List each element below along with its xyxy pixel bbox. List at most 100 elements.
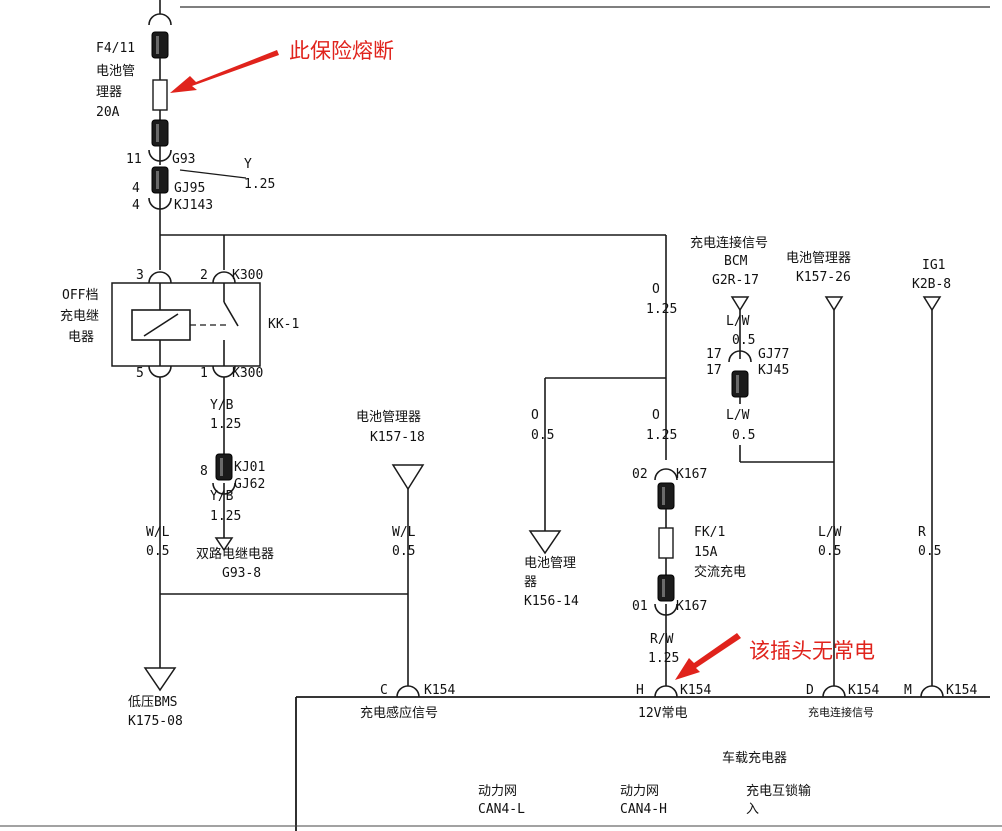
charger-can-h-2: CAN4-H xyxy=(620,802,667,817)
bcm-signal-conn-b: KJ45 xyxy=(758,363,789,378)
wire-relay-out-pin: 8 xyxy=(200,464,208,479)
charger-pin-m: M xyxy=(904,683,912,698)
charger-pin-h-name: 12V常电 xyxy=(638,706,687,721)
wire-rw-gauge: 1.25 xyxy=(648,651,679,666)
relay-pin3: 3 xyxy=(136,268,144,283)
charger-pin-d-name: 充电连接信号 xyxy=(808,705,874,719)
connector-block-gj95 xyxy=(151,166,169,194)
terminal-dual-relay xyxy=(214,537,234,552)
wire-top-pin-upper: 11 xyxy=(126,152,142,167)
ig1-gauge: 0.5 xyxy=(918,544,941,559)
red-arrow-plug xyxy=(675,633,741,680)
annotation-fuse-blown: 此保险熔断 xyxy=(289,39,394,63)
wire-relay-out-gauge: 1.25 xyxy=(210,417,241,432)
bcm-signal-title: 充电连接信号 xyxy=(690,235,768,251)
fuse-fk-pin-upper: 02 xyxy=(632,467,648,482)
fuse-f4-11 xyxy=(152,79,168,111)
ground-bms-name: 低压BMS xyxy=(128,695,177,710)
bcm-signal-conn-a: GJ77 xyxy=(758,347,789,362)
relay-name-1: OFF档 xyxy=(62,288,98,303)
fuse-fk-name: 交流充电 xyxy=(694,564,746,580)
charger-title: 车载充电器 xyxy=(722,750,787,766)
relay-pin1: 1 xyxy=(200,366,208,381)
charger-interlock-2: 入 xyxy=(746,802,759,817)
bms-k157-18-symbol xyxy=(391,464,425,491)
charger-terminal-d xyxy=(822,685,846,698)
fuse-top-id: F4/11 xyxy=(96,41,135,56)
fuse-fk-conn-upper: K167 xyxy=(676,467,707,482)
wire-wl-left-color: W/L xyxy=(146,525,170,540)
charger-terminal-h xyxy=(654,685,678,698)
ig1-pin: K2B-8 xyxy=(912,277,951,292)
wire-relay-out-conn-b: GJ62 xyxy=(234,477,265,492)
relay-box xyxy=(111,282,261,367)
branch-k156-pin: K156-14 xyxy=(524,594,579,609)
ground-bms-symbol xyxy=(143,667,177,692)
wire-top-pin-lower-a: 4 xyxy=(132,181,140,196)
wire-o-top-gauge: 1.25 xyxy=(646,302,677,317)
relay-name-3: 电器 xyxy=(68,330,94,345)
annotation-no-power: 该插头无常电 xyxy=(749,639,875,663)
wire-top-conn-lower-b: KJ143 xyxy=(174,198,213,213)
bcm-signal-pin-a: 17 xyxy=(706,347,722,362)
dual-relay-pin: G93-8 xyxy=(222,566,261,581)
bms-k157-26-color: L/W xyxy=(818,525,842,540)
relay-pin2-conn: K300 xyxy=(232,268,263,283)
fuse-fk-1 xyxy=(658,527,674,559)
bms-k157-18-name: 电池管理器 xyxy=(356,410,421,425)
bcm-signal-color: L/W xyxy=(726,314,750,329)
terminal-top-fuse xyxy=(148,13,172,26)
charger-pin-h-conn: K154 xyxy=(680,683,711,698)
branch-k156-symbol xyxy=(528,530,562,555)
bcm-signal-color2: L/W xyxy=(726,408,750,423)
charger-pin-c-conn: K154 xyxy=(424,683,455,698)
bms-k157-18-color: W/L xyxy=(392,525,416,540)
branch-k156-color: O xyxy=(531,408,539,423)
bms-k157-26-gauge: 0.5 xyxy=(818,544,841,559)
wire-relay-out-color: Y/B xyxy=(210,398,234,413)
connector-block-fuse-upper xyxy=(151,31,169,59)
dual-relay-name: 双路电继电器 xyxy=(196,546,274,562)
fuse-top-name-2: 理器 xyxy=(96,85,122,100)
wire-relay-out-color2: Y/B xyxy=(210,489,234,504)
charger-can-l-2: CAN4-L xyxy=(478,802,525,817)
branch-k156-name-2: 器 xyxy=(524,575,537,590)
bms-k157-18-gauge: 0.5 xyxy=(392,544,415,559)
connector-block-k167-upper xyxy=(657,482,675,510)
wire-top-conn-upper: G93 xyxy=(172,152,195,167)
fuse-fk-pin-lower: 01 xyxy=(632,599,648,614)
wire-top-gauge: 1.25 xyxy=(244,177,275,192)
ground-bms-pin: K175-08 xyxy=(128,714,183,729)
fuse-fk-id: FK/1 xyxy=(694,525,725,540)
bms-k157-26-symbol xyxy=(824,296,844,312)
charger-pin-d: D xyxy=(806,683,814,698)
fuse-top-name-1: 电池管 xyxy=(96,64,135,79)
bcm-signal-name: BCM xyxy=(724,254,748,269)
branch-k156-name-1: 电池管理 xyxy=(524,556,576,571)
ig1-symbol xyxy=(922,296,942,312)
wire-o-top-color: O xyxy=(652,282,660,297)
relay-name-2: 充电继 xyxy=(60,308,99,324)
charger-pin-m-conn: K154 xyxy=(946,683,977,698)
charger-can-l-1: 动力网 xyxy=(478,784,517,799)
bcm-signal-pin: G2R-17 xyxy=(712,273,759,288)
charger-pin-c-name: 充电感应信号 xyxy=(360,705,438,721)
connector-block-k167-lower xyxy=(657,574,675,602)
wire-o-mid-color: O xyxy=(652,408,660,423)
charger-pin-c: C xyxy=(380,683,388,698)
wire-top-color: Y xyxy=(244,157,252,172)
charger-pin-h: H xyxy=(636,683,644,698)
charger-can-h-1: 动力网 xyxy=(620,784,659,799)
fuse-fk-conn-lower: K167 xyxy=(676,599,707,614)
wire-top-pin-lower-b: 4 xyxy=(132,198,140,213)
relay-pin1-conn: K300 xyxy=(232,366,263,381)
wire-relay-out-gauge2: 1.25 xyxy=(210,509,241,524)
bcm-signal-gauge2: 0.5 xyxy=(732,428,755,443)
bcm-signal-symbol xyxy=(730,296,750,312)
connector-block-kj01 xyxy=(215,453,233,481)
charger-interlock-1: 充电互锁输 xyxy=(746,783,811,799)
charger-terminal-m xyxy=(920,685,944,698)
bms-k157-26-name: 电池管理器 xyxy=(786,251,851,266)
fuse-fk-rating: 15A xyxy=(694,545,718,560)
